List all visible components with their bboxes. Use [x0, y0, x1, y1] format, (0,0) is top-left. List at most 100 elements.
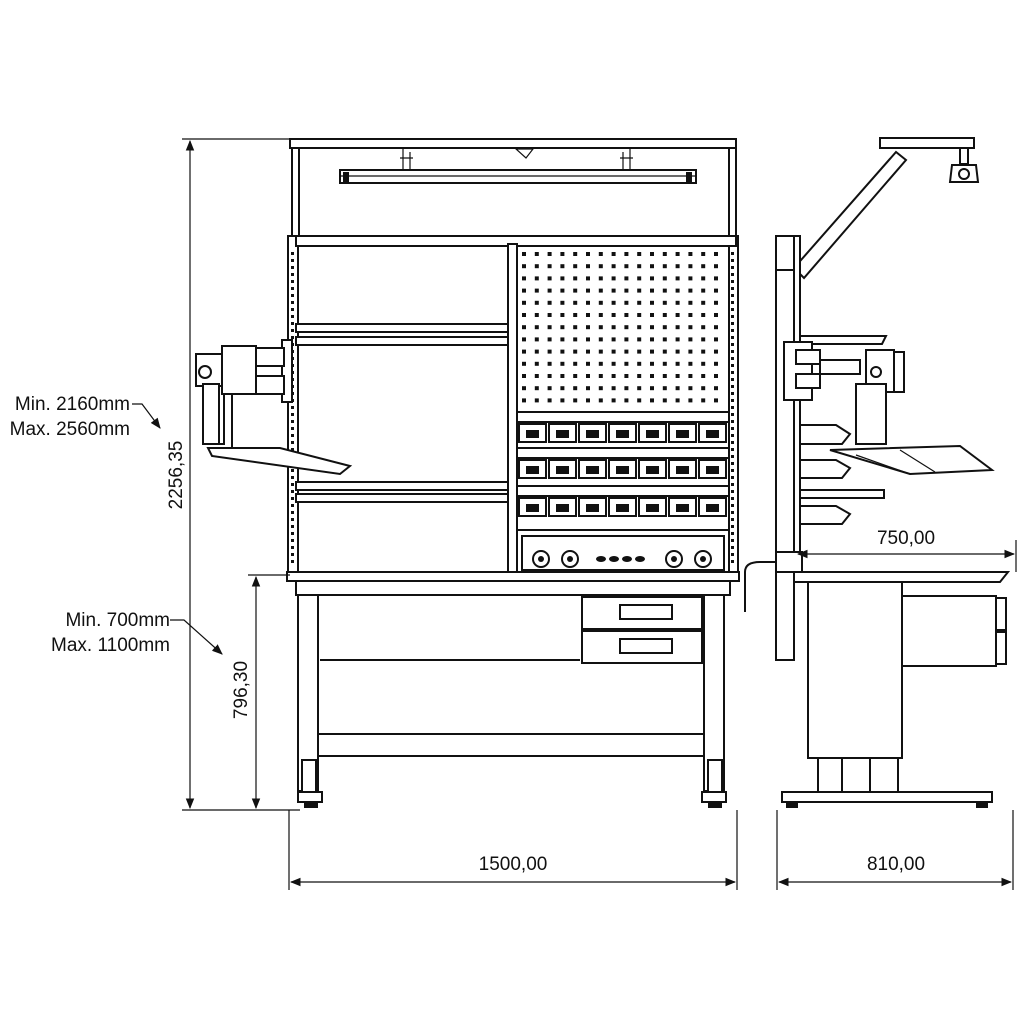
peg-hole — [650, 325, 654, 330]
peg-hole — [688, 288, 693, 293]
peg-hole — [534, 264, 539, 269]
peg-hole — [637, 325, 642, 330]
peg-hole — [598, 337, 603, 342]
socket-pin — [538, 556, 544, 562]
peg-hole — [662, 276, 667, 281]
peg-hole — [522, 349, 526, 354]
peg-hole — [573, 252, 578, 256]
peg-hole — [688, 252, 693, 256]
peg-hole — [547, 264, 552, 269]
peg-hole — [624, 374, 629, 378]
peg-hole — [624, 398, 629, 403]
peg-hole — [688, 313, 693, 317]
perforation — [731, 462, 734, 465]
peg-hole — [637, 361, 642, 366]
perforation — [291, 259, 294, 262]
perforation — [731, 448, 734, 451]
perforation — [291, 252, 294, 255]
left-frame-upright — [287, 235, 299, 573]
drawer-handle-icon — [619, 604, 673, 620]
peg-hole — [688, 276, 693, 281]
peg-hole — [598, 313, 603, 317]
peg-hole — [611, 386, 616, 391]
side-keyboard-tray — [829, 444, 995, 476]
peg-hole — [675, 288, 680, 293]
bin-label-icon — [586, 430, 599, 438]
peg-hole — [688, 349, 693, 354]
peg-hole — [586, 325, 590, 330]
bin-label-icon — [586, 504, 599, 512]
perforation — [731, 350, 734, 353]
peg-hole — [701, 313, 706, 317]
peg-hole — [688, 264, 693, 269]
peg-hole — [586, 361, 590, 366]
peg-hole — [573, 288, 578, 293]
peg-hole — [675, 361, 680, 366]
perforation — [291, 539, 294, 542]
peg-hole — [547, 313, 552, 317]
peg-hole — [560, 337, 565, 342]
peg-hole — [662, 252, 667, 256]
peg-hole — [701, 288, 706, 293]
perforation — [291, 427, 294, 430]
peg-hole — [688, 325, 693, 330]
shelf-1 — [295, 323, 509, 333]
perforation — [291, 329, 294, 332]
peg-hole — [560, 300, 565, 305]
perforation — [291, 532, 294, 535]
peg-hole — [611, 349, 616, 354]
peg-hole — [624, 300, 629, 305]
switch-icon — [609, 556, 619, 562]
perforation — [731, 434, 734, 437]
peg-hole — [534, 374, 539, 378]
peg-hole — [714, 386, 718, 391]
peg-hole — [586, 300, 590, 305]
boom-arm — [792, 150, 908, 280]
perforation — [291, 273, 294, 276]
socket-pin — [700, 556, 706, 562]
peg-hole — [714, 276, 718, 281]
perforation — [731, 343, 734, 346]
desk-range-max-label: Max. 1100mm — [51, 635, 170, 656]
peg-hole — [624, 252, 629, 256]
front-width-label: 1500,00 — [479, 854, 548, 875]
peg-hole — [560, 264, 565, 269]
peg-hole — [650, 386, 654, 391]
peg-hole — [637, 337, 642, 342]
switch-icon — [596, 556, 606, 562]
peg-hole — [560, 276, 565, 281]
bin-label-icon — [556, 504, 569, 512]
peg-hole — [675, 276, 680, 281]
perforation — [731, 560, 734, 563]
peg-hole — [675, 349, 680, 354]
peg-hole — [598, 325, 603, 330]
perforation — [291, 308, 294, 311]
peg-hole — [586, 374, 590, 378]
socket-pin — [567, 556, 573, 562]
peg-hole — [701, 349, 706, 354]
perforation — [291, 413, 294, 416]
peg-hole — [701, 276, 706, 281]
peg-hole — [560, 313, 565, 317]
peg-hole — [598, 252, 603, 256]
perforation — [731, 420, 734, 423]
peg-hole — [522, 386, 526, 391]
perforation — [291, 553, 294, 556]
perforation — [731, 329, 734, 332]
peg-hole — [573, 325, 578, 330]
peg-hole — [586, 349, 590, 354]
side-drawer-block — [899, 595, 997, 667]
peg-hole — [573, 349, 578, 354]
peg-hole — [637, 386, 642, 391]
peg-hole — [624, 337, 629, 342]
perforation — [291, 336, 294, 339]
peg-hole — [701, 252, 706, 256]
peg-hole — [611, 325, 616, 330]
perforation — [731, 441, 734, 444]
peg-hole — [611, 374, 616, 378]
bin-label-icon — [526, 504, 539, 512]
peg-hole — [675, 398, 680, 403]
bin-label-icon — [706, 430, 719, 438]
peg-hole — [611, 264, 616, 269]
peg-hole — [573, 398, 578, 403]
